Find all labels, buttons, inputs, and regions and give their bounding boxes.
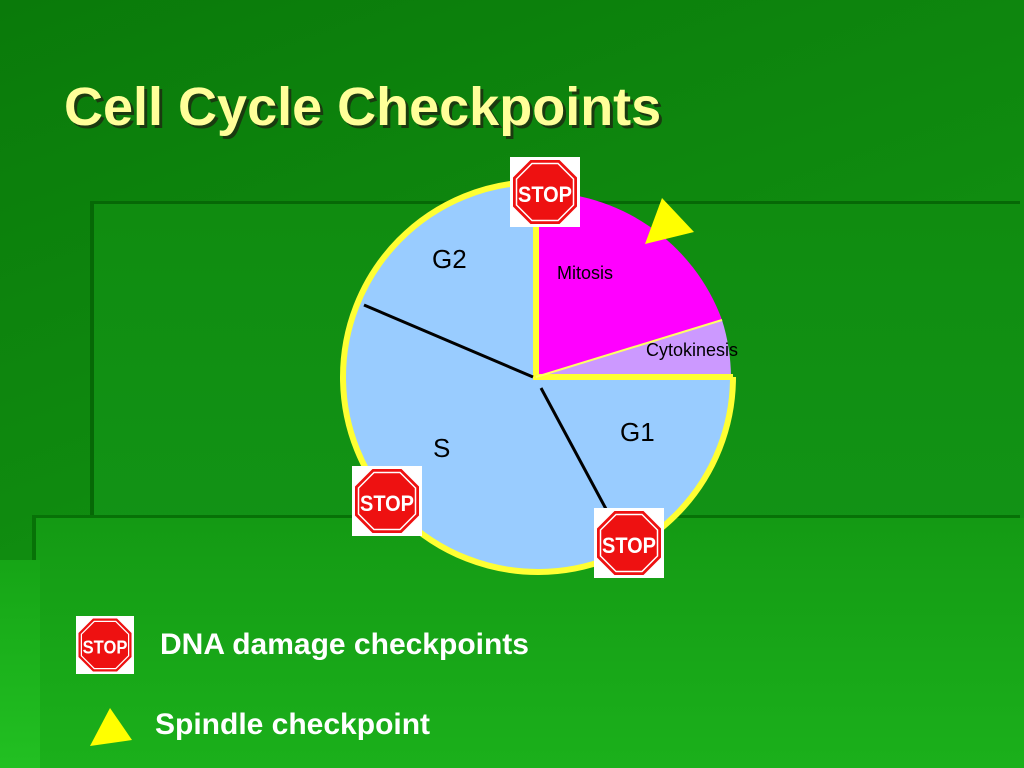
stop-sign-icon: STOP — [510, 157, 580, 227]
phase-label-g2: G2 — [432, 244, 467, 274]
background-panel — [0, 560, 40, 768]
phase-label-g1: G1 — [620, 417, 655, 447]
slide-title: Cell Cycle Checkpoints — [64, 77, 662, 137]
stop-sign-icon: STOP — [594, 508, 664, 578]
phase-label-s: S — [433, 433, 450, 463]
stop-sign-text: STOP — [518, 182, 572, 207]
legend-spindle-label: Spindle checkpoint — [155, 708, 431, 741]
stop-sign-icon: STOP — [352, 466, 422, 536]
stop-sign-text: STOP — [602, 533, 656, 558]
mitosis-segment — [536, 191, 722, 377]
stop-sign-text: STOP — [360, 491, 414, 516]
mitosis-cytokinesis-divider — [535, 319, 723, 378]
legend-spindle-triangle-icon — [90, 708, 132, 746]
s-g1-divider — [539, 387, 608, 510]
legend-dna-damage-label: DNA damage checkpoints — [160, 628, 529, 661]
phase-label-cytokinesis: Cytokinesis — [646, 340, 738, 360]
phase-label-mitosis: Mitosis — [557, 263, 613, 283]
g2-s-divider — [363, 303, 534, 379]
legend-stop-sign-icon: STOP — [76, 616, 134, 674]
spindle-checkpoint-triangle-icon — [645, 198, 694, 244]
cell-cycle-pie — [340, 179, 736, 575]
stop-sign-text: STOP — [83, 637, 128, 657]
interphase-segment — [345, 182, 735, 572]
